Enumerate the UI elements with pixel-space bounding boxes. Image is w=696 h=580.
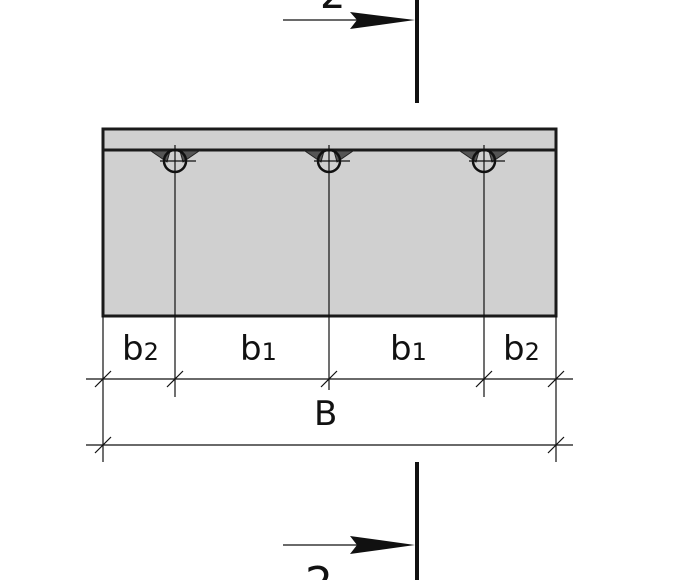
arrow-icon (350, 12, 415, 29)
dim-label-b1-left: b1 (240, 329, 277, 369)
arrow-icon (350, 536, 415, 554)
dim-label-b2-right: b2 (503, 329, 540, 369)
extension-lines (102, 145, 557, 462)
section-marker-top: 2 (283, 0, 419, 103)
dimension-line-total (86, 436, 573, 454)
section-marker-bottom: 2 (283, 462, 419, 580)
dim-label-b2-left: b2 (122, 329, 159, 369)
dim-label-b1-right: b1 (390, 329, 427, 369)
section-label-bottom: 2 (305, 558, 333, 580)
dim-label-total: B (314, 394, 337, 434)
dimension-line-partial (86, 370, 573, 388)
section-label-top: 2 (320, 0, 345, 18)
